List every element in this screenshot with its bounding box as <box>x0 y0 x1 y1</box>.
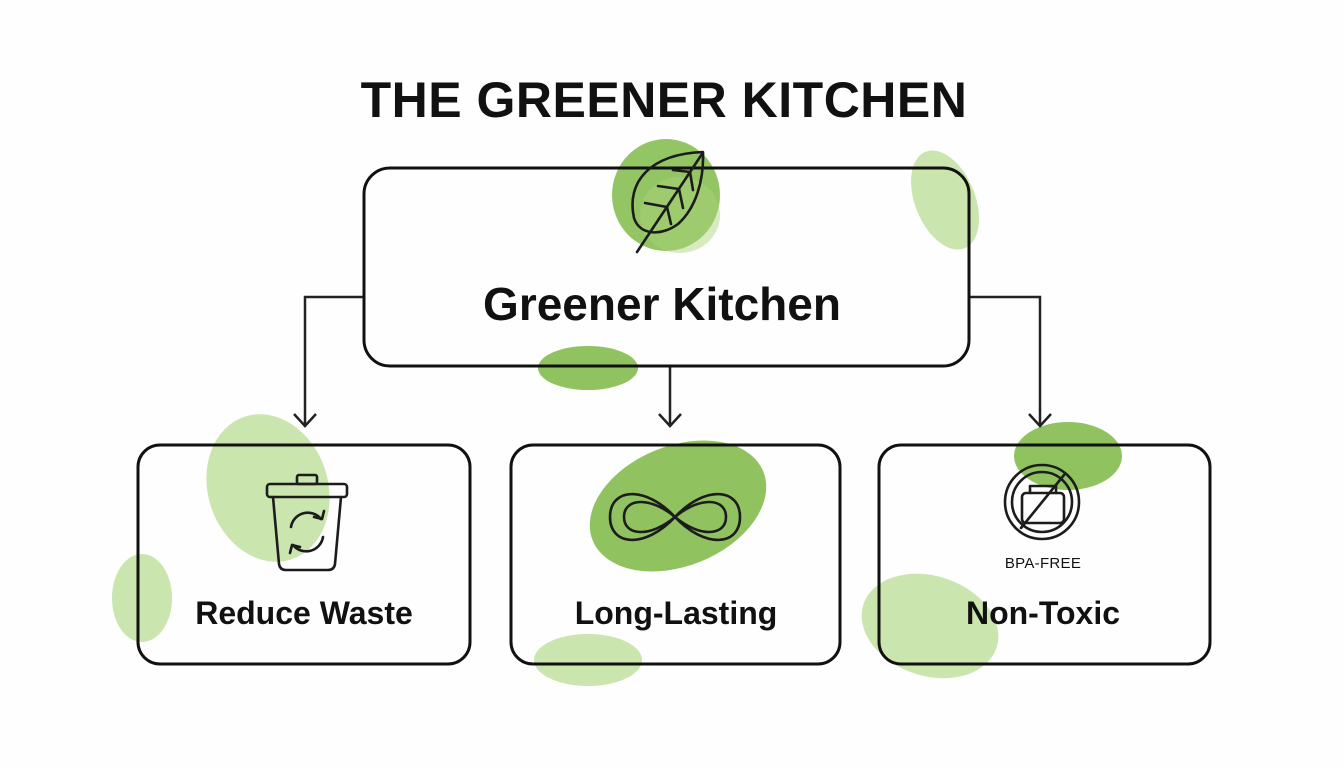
root-node-label: Greener Kitchen <box>483 278 841 330</box>
recycle-bin-icon <box>265 473 349 572</box>
child-node-label-non-toxic: Non-Toxic <box>966 595 1120 631</box>
root-node: Greener Kitchen <box>362 150 971 368</box>
blob-toxic-bottom <box>861 573 999 679</box>
blob-waste-left <box>112 554 172 642</box>
connector-root-to-reduce-waste <box>303 295 364 425</box>
child-node-box-reduce-waste <box>136 443 472 666</box>
arrowhead-long-lasting <box>658 413 682 428</box>
blob-lasting-bottom <box>534 634 642 686</box>
child-node-label-reduce-waste: Reduce Waste <box>195 595 413 631</box>
arrowhead-reduce-waste <box>293 413 317 428</box>
child-node-reduce-waste: Reduce Waste <box>136 443 472 666</box>
leaf-icon <box>631 150 705 254</box>
connector-root-to-non-toxic <box>969 295 1042 425</box>
connectors <box>293 295 1052 428</box>
bpa-free-badge: BPA-FREE <box>1005 555 1081 572</box>
page-title: THE GREENER KITCHEN <box>361 72 968 128</box>
arrowhead-non-toxic <box>1028 413 1052 428</box>
child-node-long-lasting: Long-Lasting <box>509 443 842 666</box>
child-node-box-non-toxic <box>877 443 1212 666</box>
blob-leaf-halo <box>640 177 720 253</box>
root-node-box <box>362 166 971 368</box>
blob-root-bottom <box>538 346 638 390</box>
no-bpa-icon <box>1003 463 1081 541</box>
child-node-non-toxic: BPA-FREE Non-Toxic <box>877 443 1212 666</box>
child-node-label-long-lasting: Long-Lasting <box>575 595 778 631</box>
child-node-box-long-lasting <box>509 443 842 666</box>
infinity-icon <box>608 492 742 542</box>
